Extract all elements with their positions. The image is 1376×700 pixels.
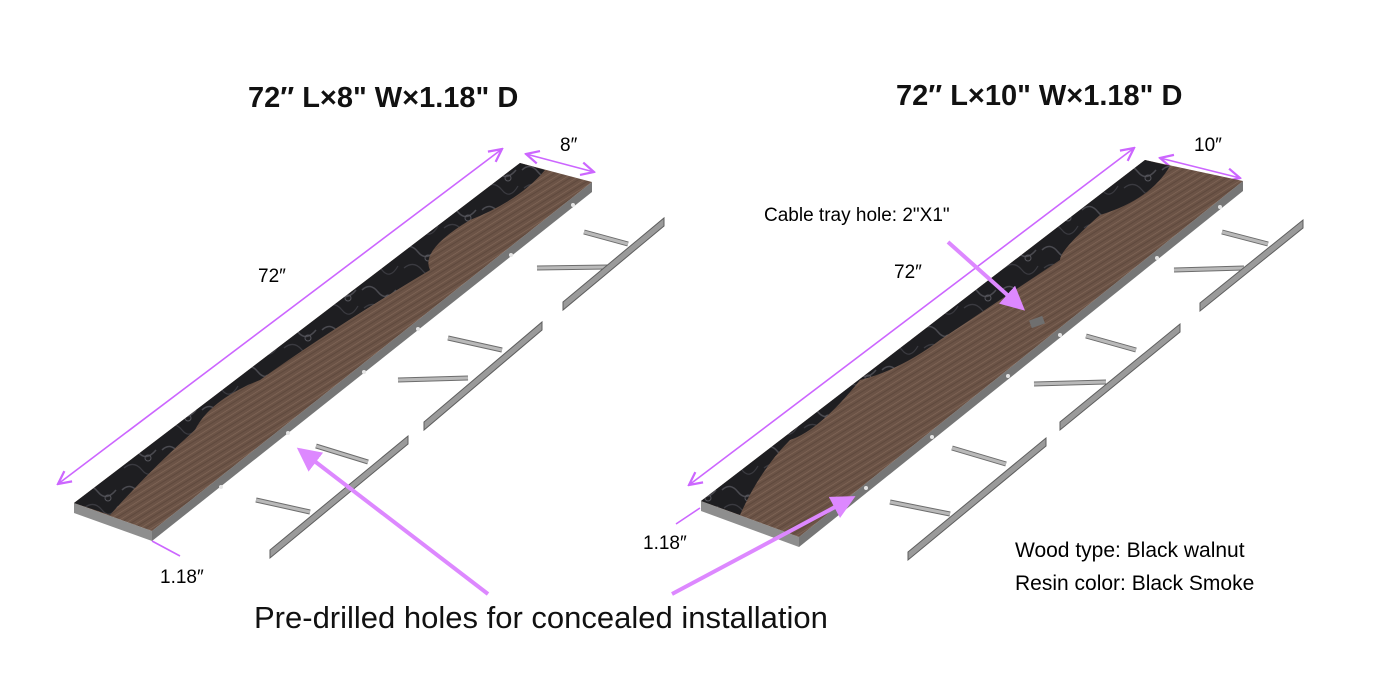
- right-shelf-side-edge: [701, 501, 799, 547]
- left-length-dimension-line: [58, 149, 502, 484]
- right-shelf-holes: [864, 205, 1222, 490]
- left-bracket-2: [397, 320, 543, 432]
- cable-tray-hole-label: Cable tray hole: 2"X1": [764, 205, 950, 226]
- right-shelf-title: 72″ L×10" W×1.18" D: [896, 80, 1182, 112]
- predrilled-caption: Pre-drilled holes for concealed installa…: [254, 600, 828, 635]
- right-length-label: 72″: [894, 262, 922, 283]
- right-width-dimension-line: [1160, 158, 1240, 178]
- right-shelf-front-edge: [799, 181, 1243, 547]
- wood-type-label: Wood type: Black walnut: [1015, 539, 1245, 562]
- right-width-label: 10″: [1194, 135, 1222, 156]
- left-bracket-1: [536, 216, 665, 312]
- left-depth-dimension-line: [151, 540, 181, 557]
- right-bracket-3: [889, 436, 1047, 562]
- predrilled-arrow-left: [296, 447, 490, 596]
- right-bracket-1: [1173, 218, 1304, 313]
- right-bracket-2: [1033, 322, 1181, 432]
- left-shelf-front-edge: [152, 182, 592, 541]
- resin-color-label: Resin color: Black Smoke: [1015, 572, 1254, 595]
- right-depth-label: 1.18″: [643, 533, 687, 554]
- left-shelf-title: 72″ L×8" W×1.18" D: [248, 82, 518, 114]
- cable-tray-hole: [1029, 315, 1045, 329]
- right-shelf-resin-river: [701, 160, 1170, 515]
- predrilled-arrow-right: [671, 496, 856, 596]
- left-shelf: 72″ L×8" W×1.18" D 72″ 8″ 1.18″: [58, 82, 665, 588]
- left-shelf-holes: [219, 203, 575, 489]
- cable-tray-hole-arrow: [946, 240, 1025, 311]
- right-depth-dimension-line: [675, 507, 701, 525]
- left-depth-label: 1.18″: [160, 567, 204, 588]
- left-shelf-side-edge: [74, 503, 152, 541]
- left-width-dimension-line: [526, 154, 594, 172]
- left-width-label: 8″: [560, 135, 578, 156]
- left-bracket-3: [255, 434, 409, 560]
- left-shelf-top-wood: [74, 163, 592, 531]
- right-shelf: 72″ L×10" W×1.18" D 72″ 10″ 1.18″ Cable …: [643, 80, 1304, 562]
- left-shelf-resin-river: [74, 163, 545, 515]
- left-length-label: 72″: [258, 266, 286, 287]
- right-shelf-top-wood: [701, 160, 1243, 537]
- right-length-dimension-line: [689, 148, 1134, 485]
